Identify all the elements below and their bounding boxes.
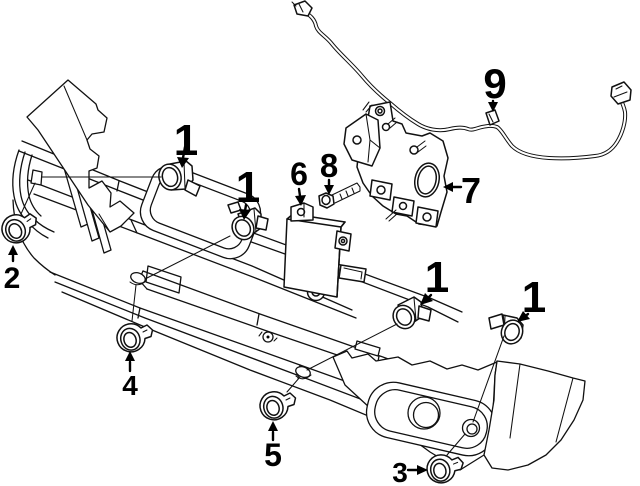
park-sensor-a xyxy=(158,160,201,197)
bumper-end-cap-left xyxy=(26,79,135,233)
callout-2[interactable]: 2 xyxy=(4,245,21,295)
sensor-retainer-4 xyxy=(116,323,154,353)
callout-1c[interactable]: 1 xyxy=(420,253,449,305)
sensor-retainer-3 xyxy=(426,454,464,484)
sensor-hole-3 xyxy=(461,418,481,438)
callout-1a[interactable]: 1 xyxy=(174,116,198,168)
callout-9[interactable]: 9 xyxy=(483,60,507,112)
callout-4-label[interactable]: 4 xyxy=(122,370,138,401)
front-bumper-artwork xyxy=(12,79,586,471)
callout-3[interactable]: 3 xyxy=(392,457,428,486)
callout-9-label[interactable]: 9 xyxy=(483,60,506,107)
callout-5-label[interactable]: 5 xyxy=(264,437,282,473)
sensor-retainer-5 xyxy=(259,391,297,421)
harness-connector-left xyxy=(291,0,313,17)
callout-1c-label[interactable]: 1 xyxy=(425,253,449,302)
callout-1b-label[interactable]: 1 xyxy=(236,163,260,212)
sensor-hole-5 xyxy=(295,365,312,380)
mounting-bolt xyxy=(318,182,361,209)
callout-6[interactable]: 6 xyxy=(290,156,308,206)
callout-4[interactable]: 4 xyxy=(122,351,138,401)
callout-2-label[interactable]: 2 xyxy=(4,262,21,295)
leader-lines xyxy=(20,169,505,456)
module-ear-right xyxy=(334,230,352,252)
screw-detail xyxy=(258,331,278,343)
callout-1d-label[interactable]: 1 xyxy=(522,273,546,322)
harness-connector-right xyxy=(610,81,632,105)
module-connector-tab xyxy=(338,264,367,283)
wiring-harness xyxy=(291,0,632,161)
callout-6-label[interactable]: 6 xyxy=(290,156,308,192)
park-assist-module xyxy=(283,202,367,302)
callout-5[interactable]: 5 xyxy=(264,421,282,473)
callout-7[interactable]: 7 xyxy=(443,170,481,211)
bumper-end-cap-right xyxy=(483,360,586,471)
sensor-retainer-2 xyxy=(1,213,37,244)
bracket-studs xyxy=(369,117,439,228)
callout-1d[interactable]: 1 xyxy=(517,273,546,322)
bumper-right-face xyxy=(332,350,498,471)
park-sensor-b xyxy=(227,201,269,241)
fog-lamp-opening xyxy=(407,396,441,430)
callout-7-label[interactable]: 7 xyxy=(461,170,481,211)
park-sensor-c xyxy=(392,296,432,330)
callout-1b[interactable]: 1 xyxy=(236,163,260,220)
harness-clip xyxy=(485,109,500,126)
callout-1a-label[interactable]: 1 xyxy=(174,116,198,165)
callout-3-label[interactable]: 3 xyxy=(392,457,408,486)
mounting-bracket xyxy=(343,101,449,228)
module-ear-top xyxy=(290,202,314,222)
sensor-hole-4 xyxy=(129,271,147,286)
callout-8[interactable]: 8 xyxy=(320,147,338,195)
callout-8-label[interactable]: 8 xyxy=(320,147,338,184)
bracket-side-box xyxy=(343,101,381,167)
